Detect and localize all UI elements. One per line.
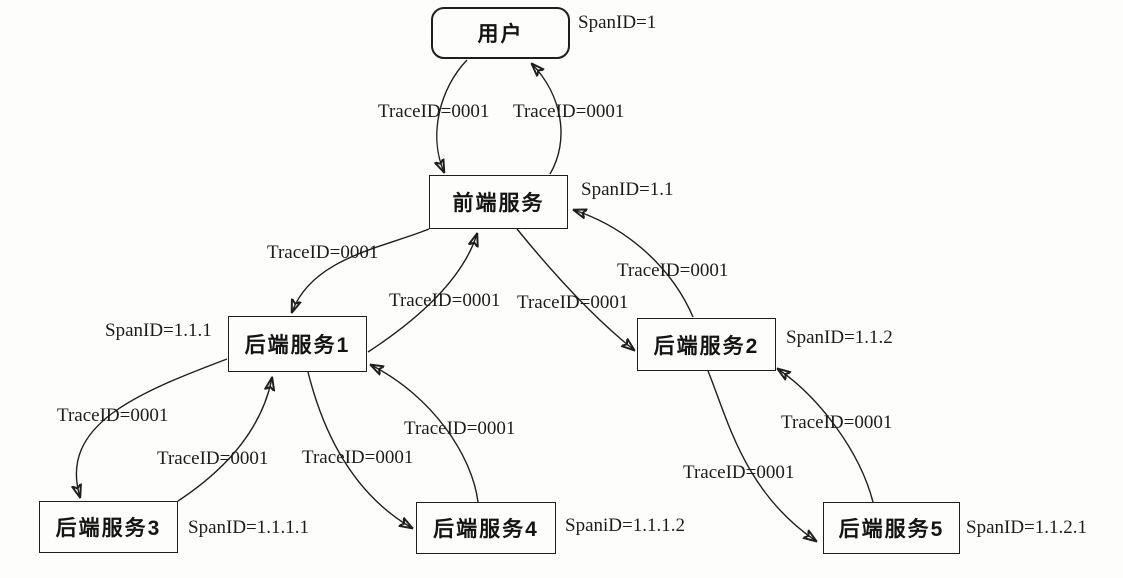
edge-label-backend1-to-backend4: TraceID=0001 bbox=[302, 447, 414, 468]
span-label-backend3: SpanID=1.1.1.1 bbox=[188, 517, 310, 538]
edge-backend2-to-frontend bbox=[574, 210, 694, 318]
span-label-backend2: SpanID=1.1.2 bbox=[786, 327, 893, 348]
node-user: 用户 bbox=[431, 7, 570, 59]
edge-label-frontend-to-backend2: TraceID=0001 bbox=[517, 292, 629, 313]
edge-backend2-to-backend5 bbox=[707, 370, 816, 541]
node-frontend: 前端服务 bbox=[429, 175, 568, 229]
node-backend2: 后端服务2 bbox=[637, 318, 776, 371]
node-backend5: 后端服务5 bbox=[823, 502, 960, 554]
node-backend1: 后端服务1 bbox=[228, 316, 367, 372]
node-backend2-label: 后端服务2 bbox=[653, 334, 760, 358]
span-label-backend5: SpanID=1.1.2.1 bbox=[966, 517, 1088, 538]
edge-frontend-to-user bbox=[532, 64, 562, 175]
edge-backend3-to-backend1 bbox=[177, 378, 272, 502]
edge-label-backend4-to-backend1: TraceID=0001 bbox=[404, 418, 516, 439]
edge-frontend-to-backend1 bbox=[292, 228, 430, 312]
edge-label-frontend-to-user: TraceID=0001 bbox=[513, 101, 625, 122]
edge-label-frontend-to-backend1: TraceID=0001 bbox=[267, 242, 379, 263]
node-backend5-label: 后端服务5 bbox=[838, 518, 945, 541]
edge-label-backend1-to-backend3: TraceID=0001 bbox=[57, 405, 169, 426]
node-backend1-label: 后端服务1 bbox=[244, 334, 351, 357]
edge-backend5-to-backend2 bbox=[778, 369, 874, 503]
edge-backend1-to-frontend bbox=[367, 234, 477, 353]
node-user-label: 用户 bbox=[477, 23, 524, 46]
edge-user-to-frontend bbox=[437, 59, 468, 172]
span-label-frontend: SpanID=1.1 bbox=[581, 179, 674, 200]
edge-label-backend2-to-frontend: TraceID=0001 bbox=[617, 260, 729, 281]
edge-frontend-to-backend2 bbox=[516, 228, 634, 350]
node-backend4-label: 后端服务4 bbox=[433, 518, 539, 541]
edge-backend4-to-backend1 bbox=[371, 365, 479, 503]
node-backend4: 后端服务4 bbox=[416, 502, 556, 554]
span-label-user: SpanID=1 bbox=[578, 12, 657, 33]
edge-label-backend5-to-backend2: TraceID=0001 bbox=[781, 412, 893, 433]
node-frontend-label: 前端服务 bbox=[452, 192, 545, 215]
edge-label-backend2-to-backend5: TraceID=0001 bbox=[683, 462, 795, 483]
edge-label-user-to-frontend: TraceID=0001 bbox=[378, 101, 490, 122]
edge-backend1-to-backend4 bbox=[307, 371, 412, 528]
span-label-backend1: SpanID=1.1.1 bbox=[105, 320, 212, 341]
edge-label-backend3-to-backend1: TraceID=0001 bbox=[157, 448, 269, 469]
edge-backend1-to-backend3 bbox=[76, 358, 228, 497]
node-backend3: 后端服务3 bbox=[39, 501, 178, 553]
node-backend3-label: 后端服务3 bbox=[55, 517, 162, 540]
span-label-backend4: SpaniD=1.1.1.2 bbox=[565, 515, 685, 536]
edge-label-backend1-to-frontend: TraceID=0001 bbox=[389, 290, 501, 311]
